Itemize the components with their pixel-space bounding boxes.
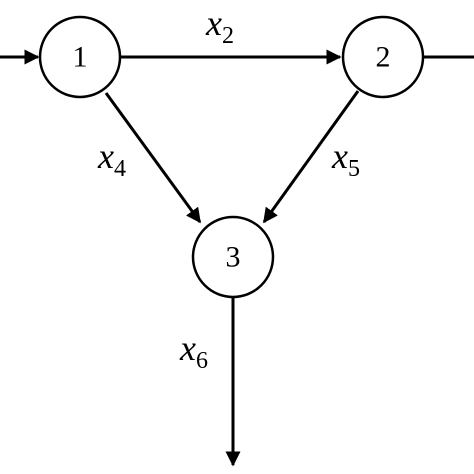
edge-1-to-3 — [104, 92, 202, 224]
edge-label-x2-sub: 2 — [222, 23, 234, 49]
edge-label-x2: x2 — [205, 3, 234, 49]
node-2-label: 2 — [376, 41, 391, 74]
node-2: 2 — [341, 15, 425, 99]
node-3-circle — [191, 215, 275, 299]
node-1-circle — [38, 15, 122, 99]
edge-label-x5-sub: 5 — [348, 156, 360, 182]
node-3: 3 — [191, 215, 275, 299]
edge-label-x5-var: x — [331, 136, 348, 176]
edge-label-x6-sub: 6 — [196, 348, 208, 374]
edge-label-x6-var: x — [179, 328, 196, 368]
node-1: 1 — [38, 15, 122, 99]
edge-label-x4-var: x — [97, 136, 114, 176]
node-1-label: 1 — [73, 41, 88, 74]
edge-2-to-3 — [262, 90, 360, 224]
edge-label-x2-var: x — [205, 3, 222, 43]
edge-label-x4: x4 — [97, 136, 126, 182]
edge-label-x5: x5 — [331, 136, 360, 182]
edge-label-x4-sub: 4 — [114, 156, 126, 182]
edge-label-x6: x6 — [179, 328, 208, 374]
node-3-label: 3 — [226, 241, 241, 274]
node-2-circle — [341, 15, 425, 99]
